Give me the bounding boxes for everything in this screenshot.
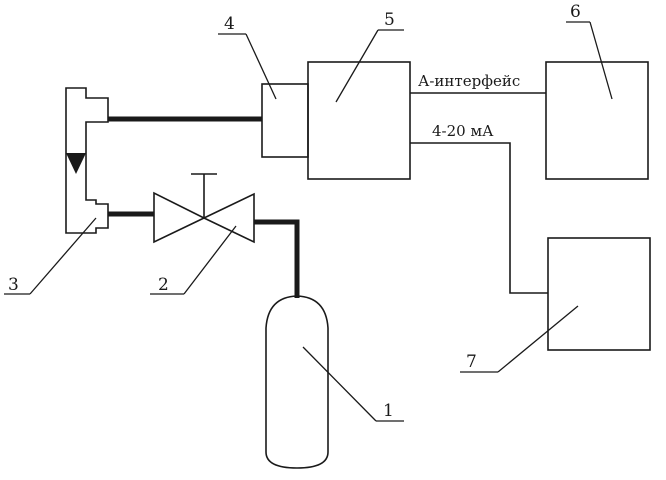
leader-slant-4 — [245, 33, 277, 100]
leader-line-1 — [302, 346, 377, 422]
signal-line-current-loop — [410, 142, 548, 294]
leader-slant-6 — [589, 21, 613, 100]
pipe-valve-to-cylinder — [254, 219, 300, 298]
leader-slant-5 — [335, 29, 379, 103]
callout-number-6: 6 — [570, 2, 581, 22]
leader-line-2 — [183, 225, 237, 295]
signal-label-a-interface: А-интерфейс — [418, 72, 520, 90]
unit-7 — [547, 237, 651, 351]
main-unit-5 — [307, 61, 411, 180]
callout-number-1: 1 — [383, 401, 394, 421]
signal-label-current-loop: 4-20 мА — [432, 122, 494, 140]
callout-number-2: 2 — [158, 275, 169, 295]
callout-number-5: 5 — [384, 10, 395, 30]
gas-cylinder-1 — [265, 295, 329, 469]
leader-line-7 — [497, 305, 579, 373]
callout-number-7: 7 — [466, 352, 477, 372]
callout-number-4: 4 — [224, 14, 235, 34]
callout-number-3: 3 — [8, 275, 19, 295]
unit-6 — [545, 61, 649, 180]
leader-line-3 — [29, 217, 97, 295]
sensor-head-4 — [261, 83, 309, 158]
flowmeter-3 — [65, 87, 109, 234]
flowmeter-float-icon — [66, 153, 86, 174]
